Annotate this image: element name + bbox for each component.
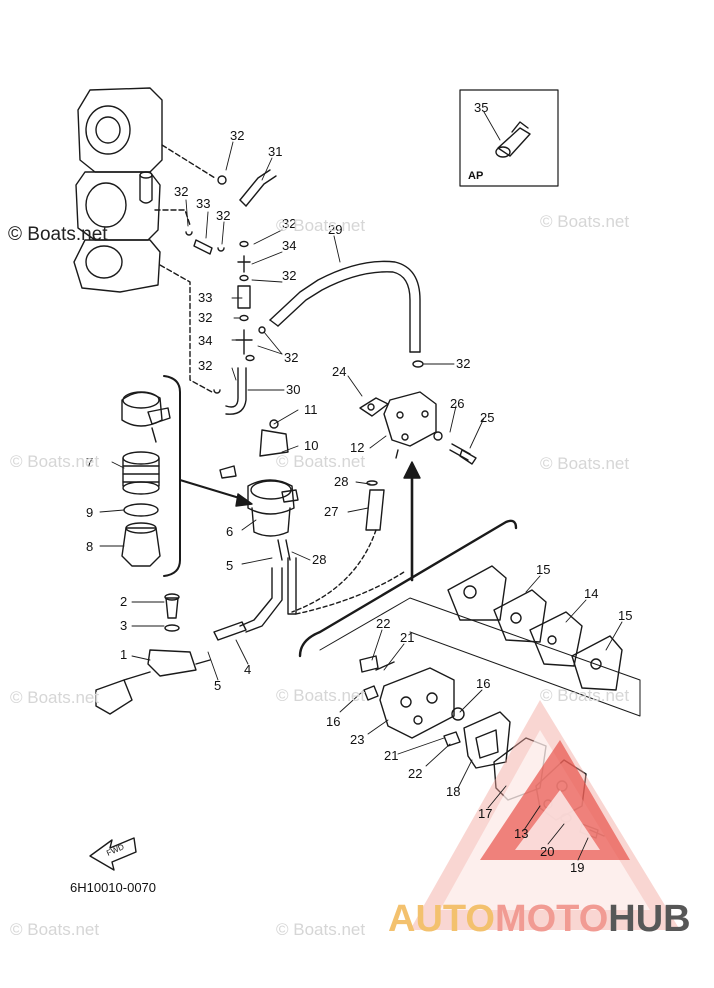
watermark: © Boats.net — [8, 224, 108, 245]
callout-21: 21 — [400, 630, 414, 645]
brand-part-hub: HUB — [608, 898, 691, 940]
watermark: © Boats.net — [540, 454, 630, 473]
callout-6: 6 — [226, 524, 233, 539]
callout-17: 17 — [478, 806, 492, 821]
watermark: © Boats.net — [276, 452, 366, 471]
callout-33: 33 — [198, 290, 212, 305]
watermark: © Boats.net — [276, 920, 366, 939]
callout-16: 16 — [326, 714, 340, 729]
callout-32: 32 — [282, 268, 296, 283]
filter-assembly — [219, 419, 299, 561]
callout-8: 8 — [86, 539, 93, 554]
callout-33: 33 — [196, 196, 210, 211]
callout-32: 32 — [198, 310, 212, 325]
filter-detail — [121, 375, 253, 577]
diagram-code: 6H10010-0070 — [70, 880, 157, 895]
fwd-label: FWD — [105, 842, 126, 858]
callout-15: 15 — [536, 562, 550, 577]
watermark: © Boats.net — [540, 686, 630, 705]
callout-22: 22 — [408, 766, 422, 781]
callout-22: 22 — [376, 616, 390, 631]
callout-21: 21 — [384, 748, 398, 763]
callout-numbers: 32 31 32 33 32 32 34 32 33 32 34 32 32 3… — [86, 100, 632, 875]
engine-block — [73, 87, 216, 393]
callout-1: 1 — [120, 647, 127, 662]
callout-32: 32 — [456, 356, 470, 371]
callout-5: 5 — [214, 678, 221, 693]
callout-29: 29 — [328, 222, 342, 237]
hose-assembly — [185, 169, 277, 415]
watermark: © Boats.net — [276, 686, 366, 705]
fwd-arrow — [89, 837, 137, 871]
callout-9: 9 — [86, 505, 93, 520]
callout-35: 35 — [474, 100, 488, 115]
callout-30: 30 — [286, 382, 300, 397]
callout-11: 11 — [304, 402, 318, 417]
callout-7: 7 — [86, 455, 93, 470]
callout-34: 34 — [282, 238, 296, 253]
callout-26: 26 — [450, 396, 464, 411]
callout-2: 2 — [120, 594, 127, 609]
callout-32: 32 — [282, 216, 296, 231]
fitting-parts — [95, 593, 211, 715]
callout-32: 32 — [230, 128, 244, 143]
callout-27: 27 — [324, 504, 338, 519]
callout-16: 16 — [476, 676, 490, 691]
callout-23: 23 — [350, 732, 364, 747]
hose-5 — [213, 557, 405, 641]
callout-24: 24 — [332, 364, 346, 379]
callout-20: 20 — [540, 844, 554, 859]
hose-27 — [291, 480, 385, 613]
callout-14: 14 — [584, 586, 598, 601]
fuel-hose-29 — [269, 260, 424, 368]
callout-4: 4 — [244, 662, 251, 677]
fuel-pump-upper — [359, 391, 477, 465]
callout-31: 31 — [268, 144, 282, 159]
callout-32: 32 — [284, 350, 298, 365]
callout-13: 13 — [514, 826, 528, 841]
automotohub-logo-icon — [410, 700, 680, 930]
callout-34: 34 — [198, 333, 212, 348]
watermark: © Boats.net — [276, 216, 366, 235]
callout-25: 25 — [480, 410, 494, 425]
callout-3: 3 — [120, 618, 127, 633]
callout-28: 28 — [334, 474, 348, 489]
callout-15: 15 — [618, 608, 632, 623]
callout-32: 32 — [198, 358, 212, 373]
callout-18: 18 — [446, 784, 460, 799]
leader-lines — [99, 111, 623, 861]
callout-28: 28 — [312, 552, 326, 567]
brand-logo-text: AUTOMOTOHUB — [388, 898, 691, 941]
watermark: © Boats.net — [10, 688, 100, 707]
brand-part-moto: MOTO — [494, 898, 609, 940]
callout-12: 12 — [350, 440, 364, 455]
ap-label: AP — [468, 170, 483, 182]
watermark: © Boats.net — [10, 452, 100, 471]
callout-5: 5 — [226, 558, 233, 573]
callout-10: 10 — [304, 438, 318, 453]
ap-inset — [459, 89, 559, 187]
callout-32: 32 — [216, 208, 230, 223]
watermark: © Boats.net — [10, 920, 100, 939]
callout-32: 32 — [174, 184, 188, 199]
brand-part-auto: AUTO — [388, 898, 495, 940]
callout-19: 19 — [570, 860, 584, 875]
watermark: © Boats.net — [540, 212, 630, 231]
